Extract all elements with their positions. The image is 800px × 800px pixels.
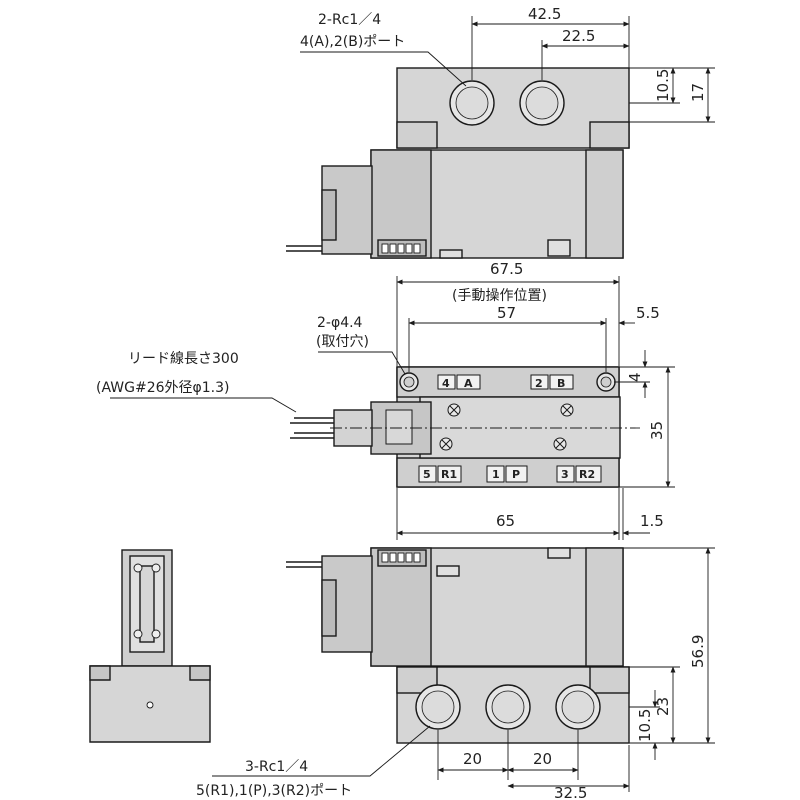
dim-20-left: 20 bbox=[463, 750, 482, 768]
dim-5-5: 5.5 bbox=[636, 304, 660, 322]
tag-R2: R2 bbox=[579, 468, 595, 481]
dim-17: 17 bbox=[689, 83, 707, 102]
dim-67-5: 67.5 bbox=[490, 260, 523, 278]
dim-65: 65 bbox=[496, 512, 515, 530]
front-port-tags-top bbox=[437, 374, 574, 390]
tag-1: 1 bbox=[492, 468, 500, 481]
dim-10-5-top: 10.5 bbox=[654, 69, 672, 102]
lead-wire-note-line2: (AWG#26外径φ1.3) bbox=[96, 380, 229, 396]
mount-hole-note-line2: (取付穴) bbox=[316, 334, 369, 350]
top-port-note-line1: 2-Rc1／4 bbox=[318, 12, 381, 28]
dim-20-right: 20 bbox=[533, 750, 552, 768]
dim-35: 35 bbox=[648, 421, 666, 440]
tag-A: A bbox=[464, 377, 473, 390]
bottom-port-note-line1: 3-Rc1／4 bbox=[245, 759, 308, 775]
dim-23: 23 bbox=[654, 697, 672, 716]
front-port-tags-bottom bbox=[418, 465, 602, 483]
dim-56-9: 56.9 bbox=[689, 635, 707, 668]
dim-22-5: 22.5 bbox=[562, 27, 595, 45]
tag-R1: R1 bbox=[441, 468, 457, 481]
dim-4: 4 bbox=[626, 372, 644, 382]
mount-hole-note-line1: 2-φ4.4 bbox=[317, 315, 363, 331]
tag-B: B bbox=[557, 377, 565, 390]
top-view-dims bbox=[300, 16, 715, 123]
dim-57: 57 bbox=[497, 304, 516, 322]
tag-P: P bbox=[512, 468, 520, 481]
dim-32-5: 32.5 bbox=[554, 784, 587, 800]
top-port-note-line2: 4(A),2(B)ポート bbox=[300, 34, 405, 50]
front-view-dims bbox=[110, 276, 675, 540]
bottom-port-note-line2: 5(R1),1(P),3(R2)ポート bbox=[196, 783, 352, 799]
dim-10-5-bottom: 10.5 bbox=[636, 709, 654, 742]
tag-3: 3 bbox=[561, 468, 569, 481]
dim-1-5: 1.5 bbox=[640, 512, 664, 530]
dim-manual-op-note: (手動操作位置) bbox=[452, 288, 547, 304]
top-view bbox=[286, 67, 630, 259]
bottom-view-dims bbox=[212, 547, 715, 792]
lead-wire-note-line1: リード線長さ300 bbox=[128, 351, 239, 367]
bottom-view bbox=[286, 547, 630, 744]
tag-4: 4 bbox=[442, 377, 450, 390]
tag-5: 5 bbox=[423, 468, 431, 481]
dim-42-5: 42.5 bbox=[528, 5, 561, 23]
tag-2: 2 bbox=[535, 377, 543, 390]
side-view bbox=[89, 549, 211, 743]
